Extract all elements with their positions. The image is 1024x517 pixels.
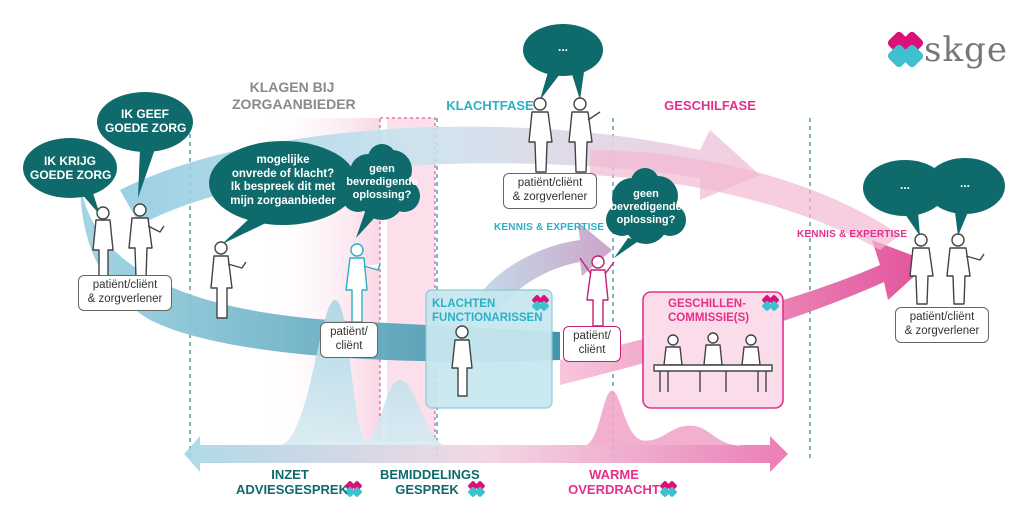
bubble-top-dots-text: ... xyxy=(557,40,568,54)
label-box-right-pair: patiënt/cliënt & zorgverlener xyxy=(895,307,989,343)
small-logo-icons xyxy=(345,295,779,497)
skge-logo-icon xyxy=(887,31,924,68)
bottom-warme-label: WARME OVERDRACHT xyxy=(568,467,660,497)
bottom-bemiddeling-label: BEMIDDELINGS GESPREK xyxy=(380,467,480,497)
phase-geschil-label: GESCHILFASE xyxy=(664,98,756,113)
bubble-ik-geef-text: IK GEEF GOEDE ZORG xyxy=(105,107,187,135)
bottom-inzet-label: INZET ADVIESGESPREK xyxy=(236,467,348,497)
lower-flow-arrow xyxy=(80,180,560,362)
bubble-right-dots-1-text: ... xyxy=(899,178,910,192)
kennis-expertise-label-2: KENNIS & EXPERTISE xyxy=(797,229,908,240)
thought-clouds xyxy=(342,144,686,258)
bubble-mogelijke-text: mogelijke onvrede of klacht? Ik bespreek… xyxy=(230,154,336,207)
klachten-panel-title: KLACHTEN FUNCTIONARISSEN xyxy=(432,298,543,324)
bubble-right-dots-2-text: ... xyxy=(959,176,970,190)
pink-upper-band xyxy=(590,150,900,250)
label-box-patient-1: patiënt/ cliënt xyxy=(320,322,378,358)
cloud-geen-2-text: geen bevredigende oplossing? xyxy=(610,188,682,226)
label-box-patient-2: patiënt/ cliënt xyxy=(563,326,621,362)
kennis-expertise-label-1: KENNIS & EXPERTISE xyxy=(494,222,605,233)
speech-bubbles xyxy=(23,24,1005,244)
geschillen-panel-title: GESCHILLEN- COMMISSIE(S) xyxy=(668,298,750,324)
label-box-left-pair: patiënt/cliënt & zorgverlener xyxy=(78,275,172,311)
skge-logo-text: skge xyxy=(924,30,1008,70)
bubble-ik-krijg-text: IK KRIJG GOEDE ZORG xyxy=(30,154,112,182)
peak-shape-pink xyxy=(585,390,740,445)
figures xyxy=(92,97,985,397)
phase-klagen-label: KLAGEN BIJ ZORGAANBIEDER xyxy=(232,79,356,112)
label-box-top-pair: patiënt/cliënt & zorgverlener xyxy=(503,173,597,209)
phase-klacht-label: KLACHTFASE xyxy=(446,98,534,113)
cloud-geen-1-text: geen bevredigende oplossing? xyxy=(346,163,418,201)
